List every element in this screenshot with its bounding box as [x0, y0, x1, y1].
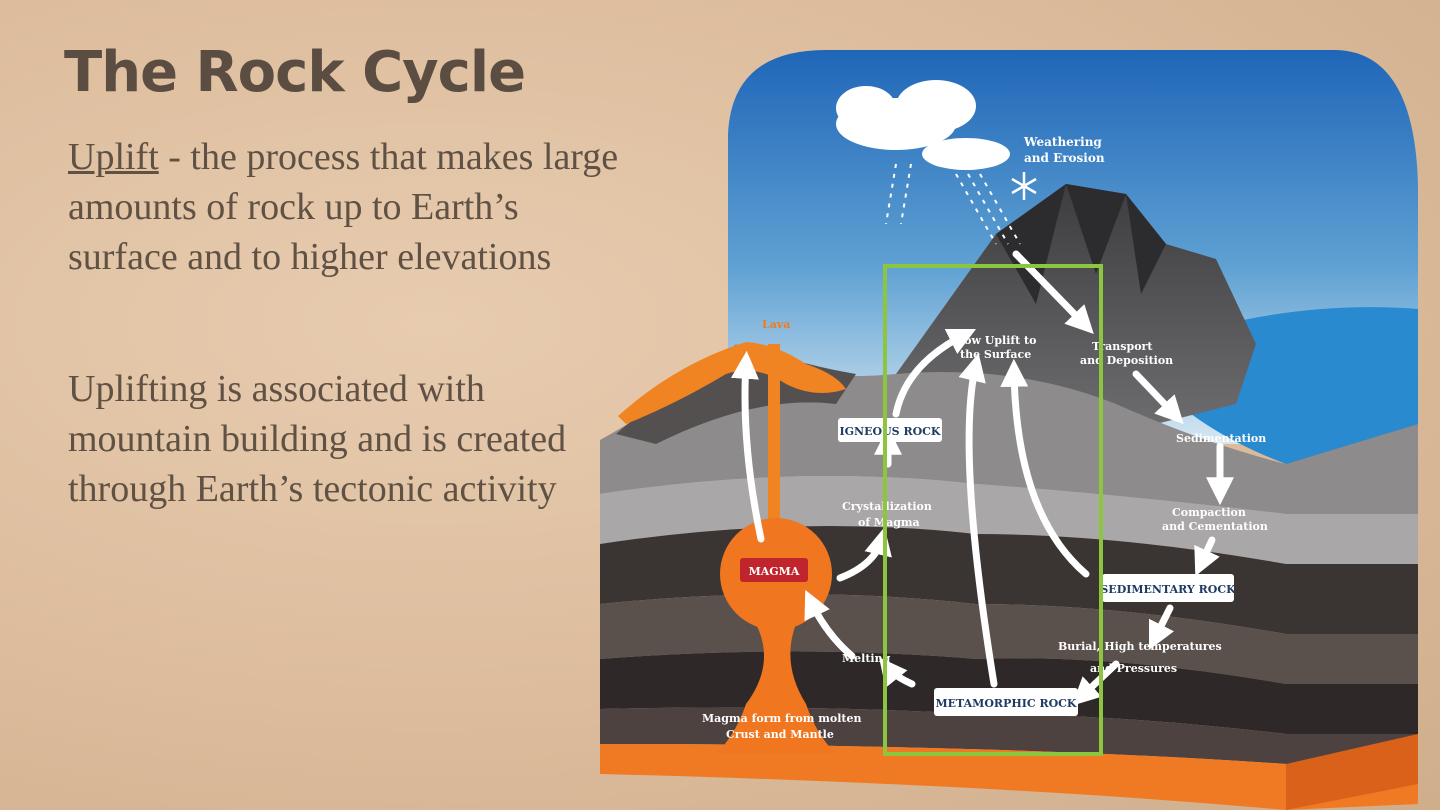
uplift-definition: Uplift - the process that makes large am…	[68, 132, 628, 282]
lava-flow	[618, 342, 846, 424]
magma-floor-side	[1286, 734, 1418, 810]
label-weathering: Weathering	[1023, 135, 1102, 149]
label-of-magma: of Magma	[858, 516, 920, 529]
uplift-term: Uplift	[68, 136, 159, 178]
svg-text:SEDIMENTARY ROCK: SEDIMENTARY ROCK	[1100, 583, 1236, 596]
magma-conduit	[768, 344, 780, 544]
label-pressures: and Pressures	[1090, 662, 1177, 675]
label-compaction: Compaction	[1172, 506, 1246, 519]
igneous-rock-label: IGNEOUS ROCK	[838, 418, 942, 442]
svg-text:METAMORPHIC ROCK: METAMORPHIC ROCK	[935, 697, 1076, 710]
uplift-definition-text: - the process that makes large amounts o…	[68, 136, 619, 278]
rain-icon	[885, 163, 1021, 245]
highlight-box	[883, 264, 1103, 756]
svg-text:IGNEOUS ROCK: IGNEOUS ROCK	[840, 425, 941, 438]
rock-cycle-diagram: Weathering and Erosion Lava Slow Uplift …	[596, 44, 1428, 810]
label-burial: Burial, High temperatures	[1058, 640, 1222, 653]
label-deposition: and Deposition	[1080, 354, 1173, 367]
metamorphic-rock-label: METAMORPHIC ROCK	[934, 688, 1078, 716]
label-sedimentation: Sedimentation	[1176, 432, 1266, 445]
label-erosion: and Erosion	[1024, 151, 1105, 165]
snowflake-icon	[1011, 172, 1037, 200]
svg-text:MAGMA: MAGMA	[749, 565, 800, 578]
cloud-icon	[836, 80, 1010, 170]
uplift-paragraph: Uplifting is associated with mountain bu…	[68, 368, 567, 510]
sedimentary-rock-label: SEDIMENTARY ROCK	[1100, 574, 1236, 602]
magma-floor	[600, 744, 1418, 810]
magma-neck	[716, 624, 836, 754]
label-magma-form: Magma form from molten	[702, 712, 862, 725]
label-transport: Transport	[1092, 340, 1153, 353]
magma-label: MAGMA	[740, 558, 808, 582]
slide-title: The Rock Cycle	[64, 40, 526, 105]
label-cementation: and Cementation	[1162, 520, 1268, 533]
label-melting: Melting	[842, 652, 891, 665]
label-slow-uplift: Slow Uplift to	[952, 334, 1036, 347]
label-surface: the Surface	[960, 348, 1031, 361]
label-lava: Lava	[762, 318, 790, 331]
label-crust-mantle: Crust and Mantle	[726, 728, 834, 741]
